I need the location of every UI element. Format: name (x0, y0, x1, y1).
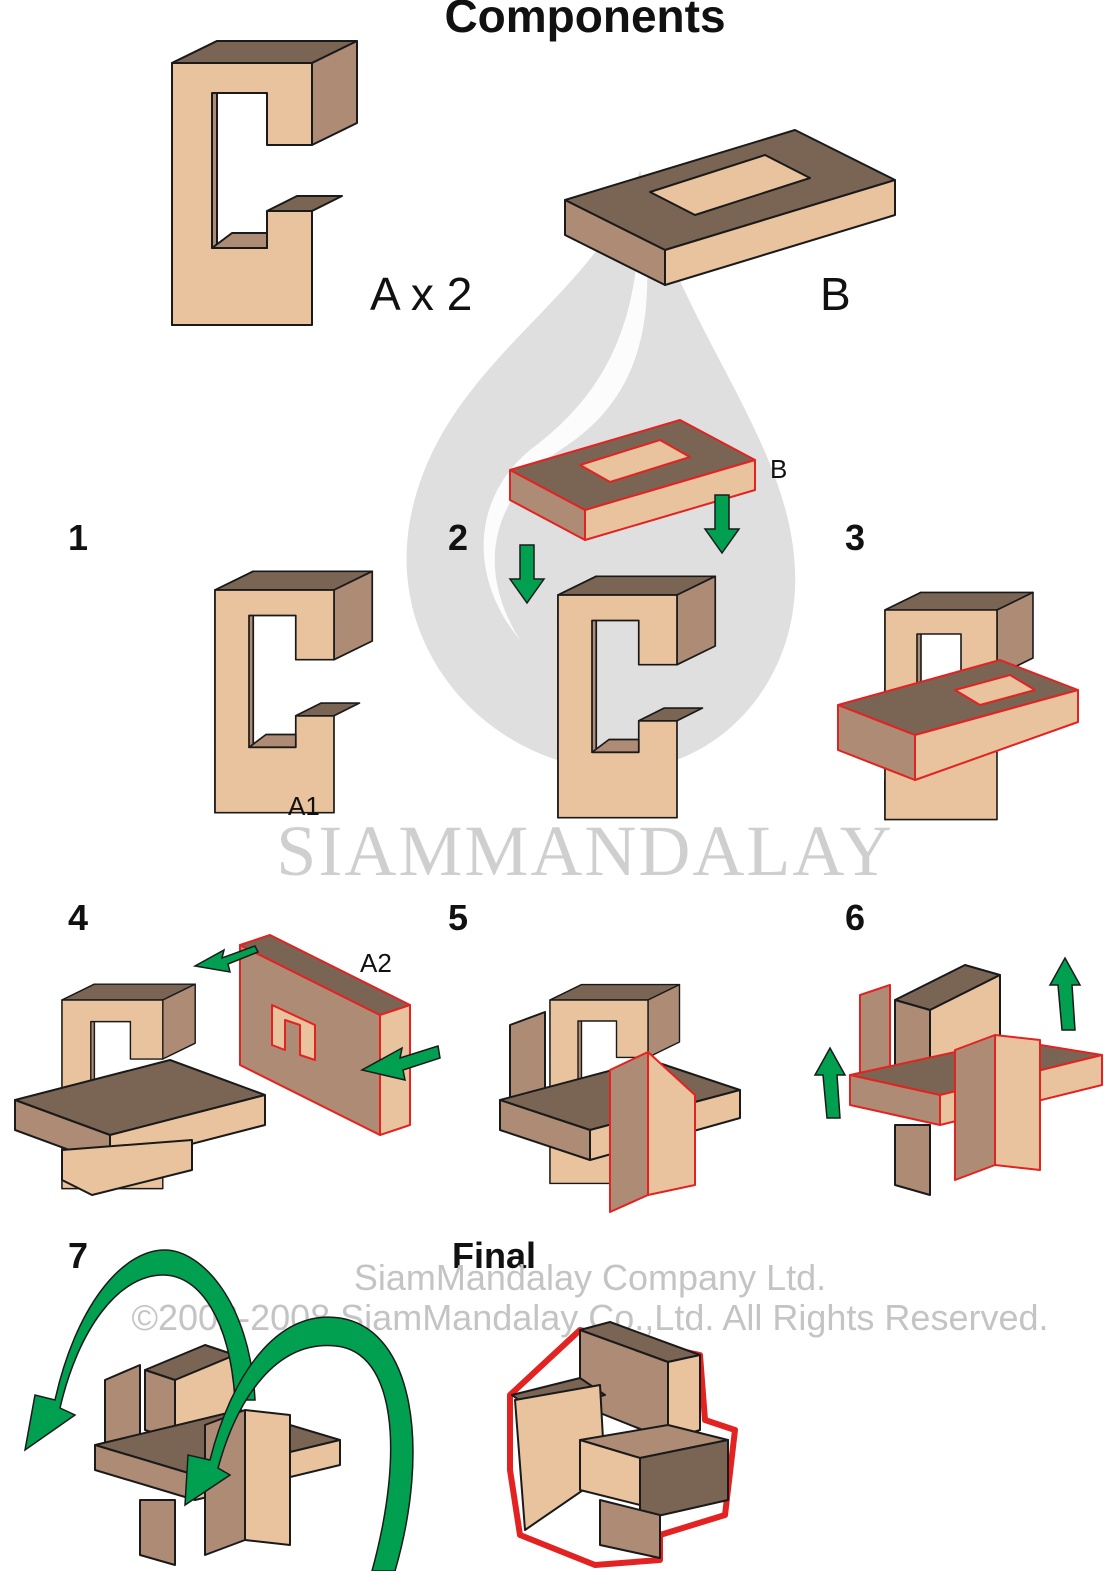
up-arrow-left (815, 1048, 845, 1118)
b-label: B (770, 454, 787, 484)
page-title: Components (444, 0, 725, 42)
step-6-label: 6 (845, 897, 865, 938)
a2-label: A2 (360, 948, 392, 978)
up-arrow-right (1050, 958, 1080, 1030)
step-1-label: 1 (68, 517, 88, 558)
watermark-brand: SIAMMANDALAY (276, 811, 893, 891)
step-7-label: 7 (68, 1235, 88, 1276)
component-a-label: A x 2 (370, 268, 472, 320)
final-drawing (510, 1322, 735, 1565)
step-2-label: 2 (448, 517, 468, 558)
watermark-company: SiamMandalay Company Ltd. (354, 1257, 826, 1298)
component-b-label: B (820, 268, 851, 320)
component-a-drawing (172, 41, 357, 325)
step-5-drawing (500, 985, 740, 1212)
step-4-drawing (15, 984, 265, 1195)
step-3-drawing (838, 592, 1078, 819)
step-5-label: 5 (448, 897, 468, 938)
step-3-label: 3 (845, 517, 865, 558)
step-4-label: 4 (68, 897, 88, 938)
step-1-drawing (215, 571, 372, 812)
